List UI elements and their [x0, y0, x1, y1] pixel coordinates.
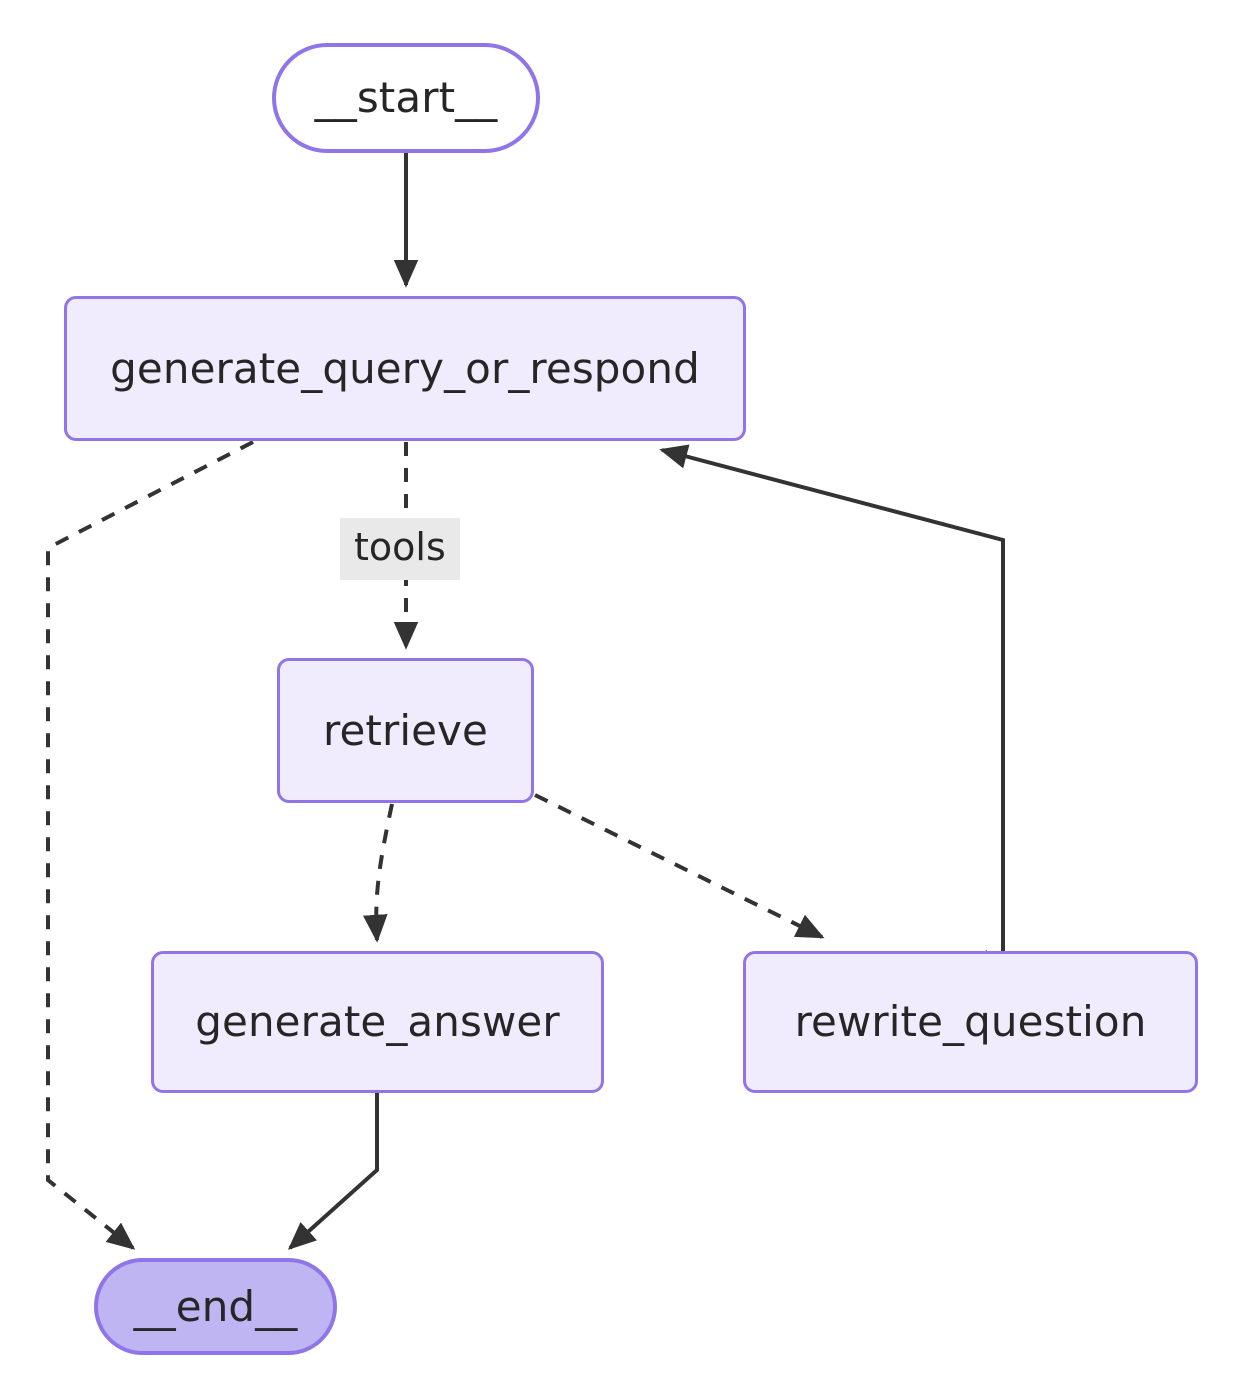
- edge-generate-query-or-respond-to-end: [46, 440, 254, 1250]
- edge-rewrite-question-to-generate-query-or-respond: [659, 444, 1005, 1001]
- node-start[interactable]: __start__: [272, 43, 540, 153]
- node-rewrite-question[interactable]: rewrite_question: [743, 951, 1198, 1093]
- node-retrieve-label: retrieve: [323, 705, 488, 755]
- edge-label-tools: tools: [340, 518, 460, 580]
- node-start-label: __start__: [314, 73, 498, 122]
- node-generate-answer[interactable]: generate_answer: [151, 951, 604, 1093]
- edge-retrieve-to-rewrite-question: [534, 793, 825, 939]
- node-end-label: __end__: [133, 1281, 298, 1331]
- node-generate-query-or-respond[interactable]: generate_query_or_respond: [64, 296, 746, 441]
- node-generate-answer-label: generate_answer: [195, 997, 560, 1046]
- node-rewrite-question-label: rewrite_question: [794, 997, 1147, 1046]
- edge-generate-answer-to-end: [287, 1093, 379, 1250]
- node-end[interactable]: __end__: [94, 1258, 337, 1355]
- edge-retrieve-to-generate-answer: [363, 803, 394, 943]
- node-retrieve[interactable]: retrieve: [277, 658, 534, 803]
- node-generate-query-or-respond-label: generate_query_or_respond: [110, 343, 700, 393]
